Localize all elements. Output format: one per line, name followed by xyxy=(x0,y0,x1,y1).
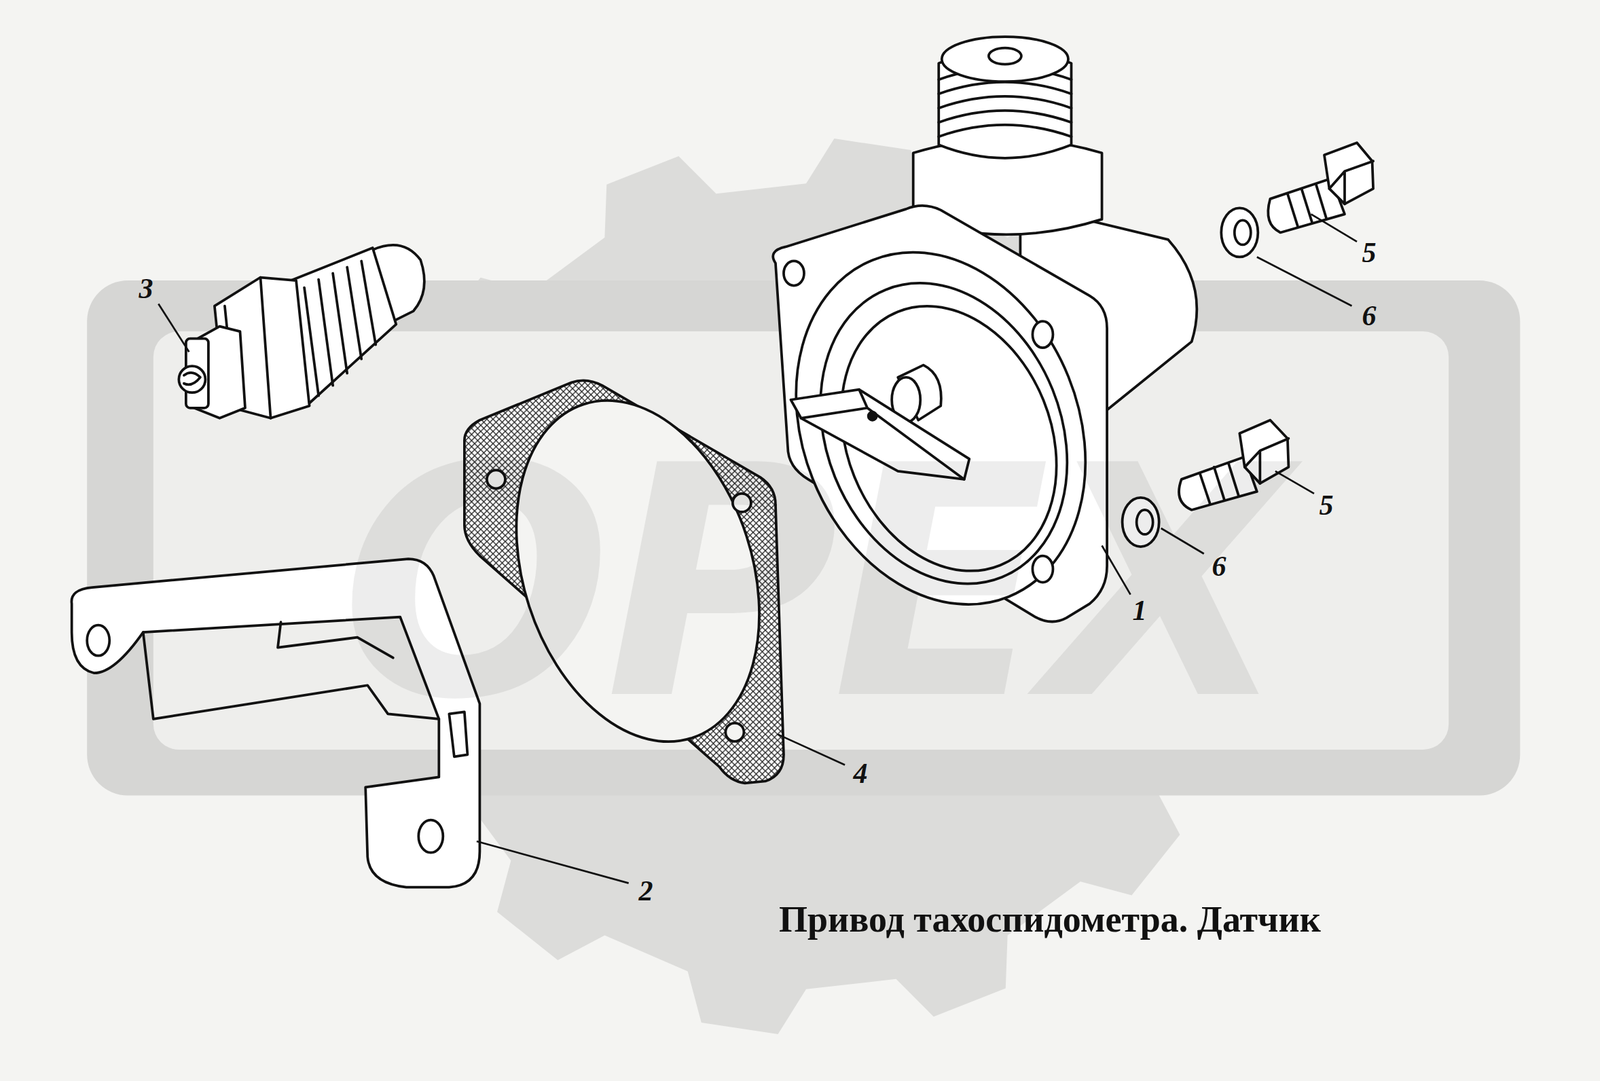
callout-number: 3 xyxy=(139,274,154,303)
callout-number: 2 xyxy=(639,876,654,906)
leader-lines xyxy=(158,213,1357,883)
callout-number: 5 xyxy=(1319,491,1334,520)
leader-line xyxy=(1257,256,1353,306)
figure-title: Привод тахоспидометра. Датчик xyxy=(778,899,1321,940)
sensor xyxy=(178,245,425,419)
leader-line xyxy=(158,304,189,353)
watermark-text: ОРЕХ xyxy=(340,424,1283,744)
leader-line xyxy=(1310,213,1357,242)
leader-line xyxy=(476,841,629,884)
callout-number: 5 xyxy=(1362,238,1377,267)
washer xyxy=(1221,207,1258,257)
callout-number: 6 xyxy=(1362,301,1377,331)
callout-number: 4 xyxy=(853,759,868,788)
